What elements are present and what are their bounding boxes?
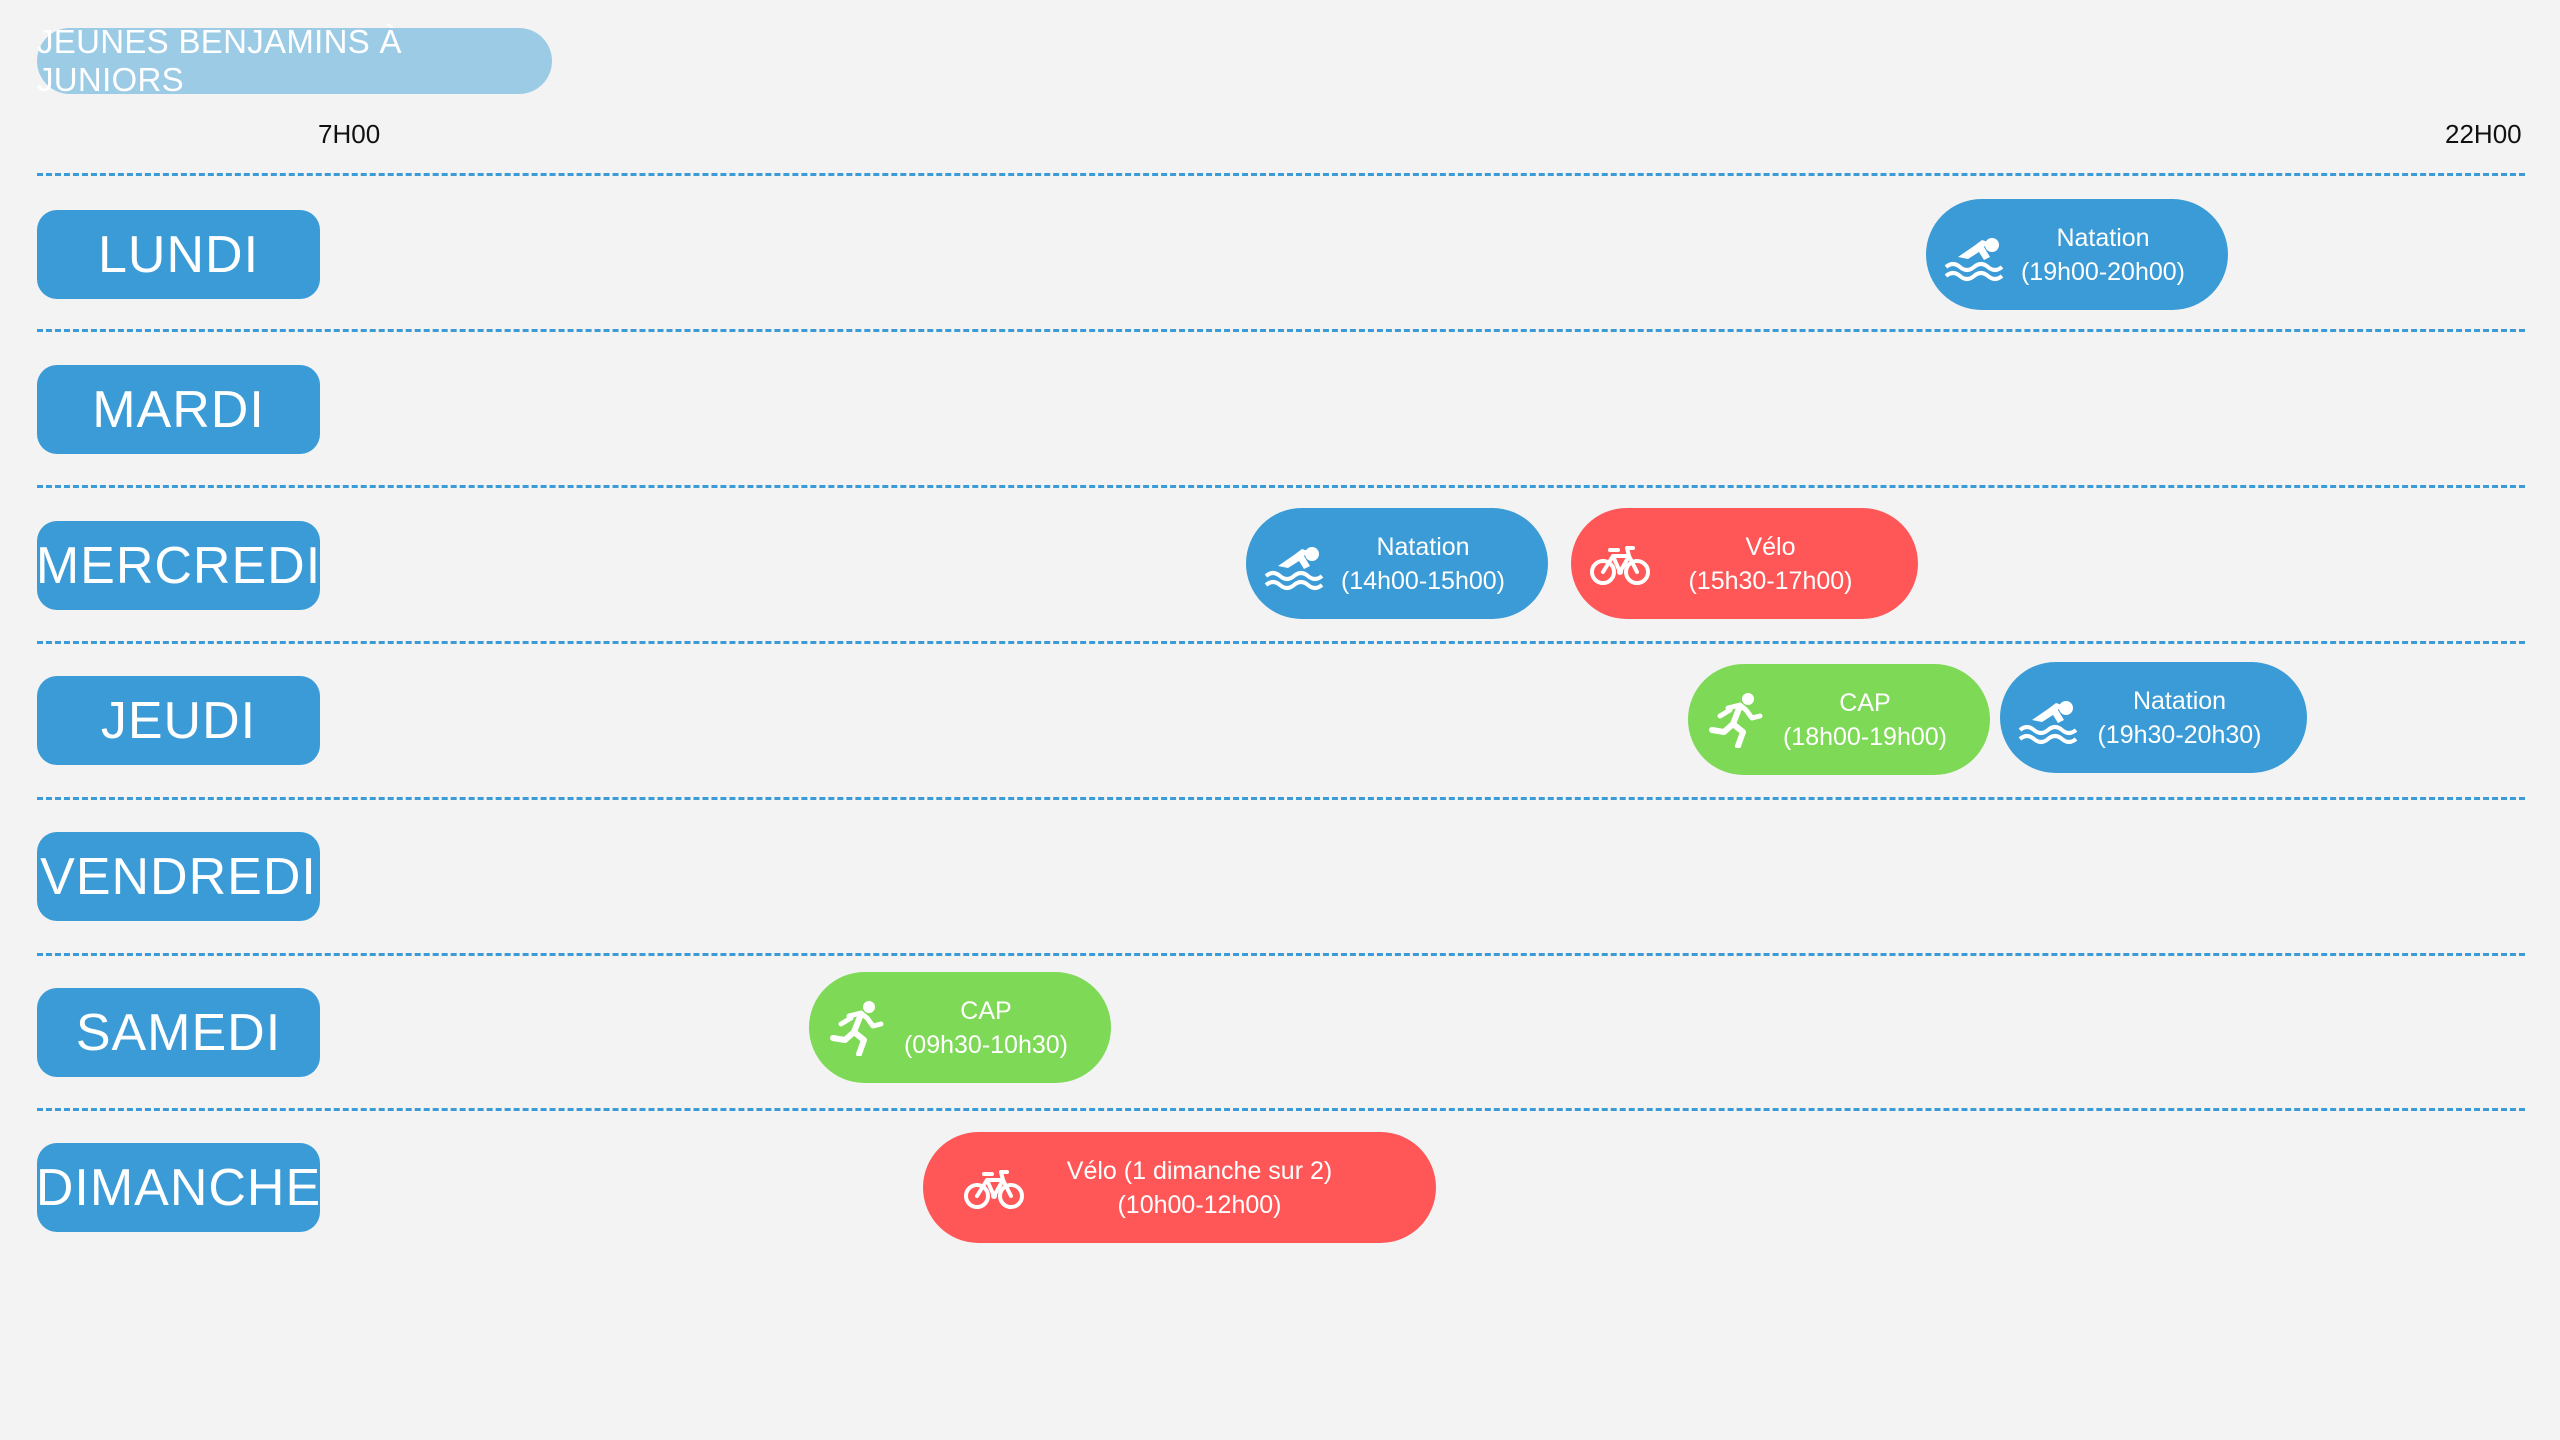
event-time: (18h00-19h00) — [1782, 723, 1947, 751]
day-label-jeudi: JEUDI — [37, 676, 320, 765]
event-text: Natation (19h30-20h30) — [2060, 684, 2299, 752]
row-separator — [37, 329, 2525, 332]
event-activity: Natation — [2132, 687, 2227, 715]
row-separator — [37, 797, 2525, 800]
category-badge: JEUNES BENJAMINS À JUNIORS — [37, 23, 552, 98]
event-activity: Vélo (1 dimanche sur 2) — [1066, 1157, 1333, 1185]
event-activity: Vélo — [1745, 533, 1796, 561]
day-label-mercredi: MERCREDI — [36, 521, 320, 610]
event-time: (15h30-17h00) — [1688, 567, 1853, 595]
event-text: Natation (19h00-20h00) — [1986, 221, 2220, 289]
event-activity: Natation — [2056, 224, 2150, 252]
event-mercredi-velo[interactable]: Vélo (15h30-17h00) — [1571, 508, 1918, 619]
event-time: (19h00-20h00) — [2020, 258, 2185, 286]
event-jeudi-cap[interactable]: CAP (18h00-19h00) — [1688, 664, 1990, 775]
day-label-mardi: MARDI — [37, 365, 320, 454]
timeline-end-label: 22H00 — [2445, 119, 2522, 149]
row-separator — [37, 641, 2525, 644]
event-text: Vélo (1 dimanche sur 2) (10h00-12h00) — [1003, 1154, 1396, 1222]
event-time: (09h30-10h30) — [903, 1031, 1068, 1059]
event-dimanche-velo[interactable]: Vélo (1 dimanche sur 2) (10h00-12h00) — [923, 1132, 1436, 1243]
event-text: CAP (18h00-19h00) — [1748, 686, 1982, 754]
event-text: Natation (14h00-15h00) — [1306, 530, 1540, 598]
row-separator — [37, 173, 2525, 176]
day-label-dimanche: DIMANCHE — [36, 1143, 320, 1232]
event-text: CAP (09h30-10h30) — [869, 994, 1103, 1062]
row-separator — [37, 485, 2525, 488]
day-label-lundi: LUNDI — [37, 210, 320, 299]
event-text: Vélo (15h30-17h00) — [1631, 530, 1910, 598]
event-jeudi-natation[interactable]: Natation (19h30-20h30) — [2000, 662, 2307, 773]
event-samedi-cap[interactable]: CAP (09h30-10h30) — [809, 972, 1111, 1083]
event-activity: CAP — [1839, 689, 1891, 717]
event-time: (14h00-15h00) — [1340, 567, 1505, 595]
timeline-start-label: 7H00 — [318, 119, 381, 149]
event-time: (19h30-20h30) — [2097, 721, 2262, 749]
row-separator — [37, 953, 2525, 956]
day-label-vendredi: VENDREDI — [37, 832, 320, 921]
event-mercredi-natation[interactable]: Natation (14h00-15h00) — [1246, 508, 1548, 619]
event-time: (10h00-12h00) — [1117, 1191, 1282, 1219]
row-separator — [37, 1108, 2525, 1111]
event-activity: CAP — [960, 997, 1012, 1025]
day-label-samedi: SAMEDI — [37, 988, 320, 1077]
event-lundi-natation[interactable]: Natation (19h00-20h00) — [1926, 199, 2228, 310]
event-activity: Natation — [1376, 533, 1470, 561]
